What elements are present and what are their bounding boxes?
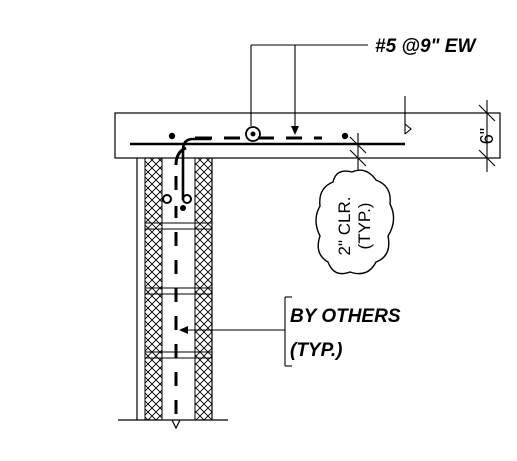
clear-label-line1: 2" CLR.	[335, 197, 354, 256]
wall-bar-hook-a	[162, 194, 172, 204]
rebar-callout: #5 @9" EW	[375, 36, 477, 57]
wall-face-left	[144, 157, 163, 421]
by-others-typ-label: (TYP.)	[290, 340, 342, 361]
thickness-dimension	[404, 96, 500, 172]
bar-section-main	[245, 126, 261, 142]
by-others-label: BY OTHERS	[290, 306, 401, 327]
concrete-slab	[114, 112, 501, 159]
wall-bar-hook-b	[182, 194, 192, 204]
break-line	[118, 419, 228, 430]
bar-section-right	[341, 132, 349, 140]
clear-label-line2: (TYP.)	[355, 203, 374, 250]
by-others-arrow	[179, 326, 188, 334]
bar-section-main-dot	[250, 131, 256, 137]
wall-face-right	[194, 157, 213, 421]
rebar-leader-arrow	[291, 126, 299, 135]
dowel-end-dot	[180, 205, 186, 211]
clear-dimension	[348, 133, 372, 170]
wall-vertical-bar	[174, 146, 187, 414]
by-others-leader	[186, 296, 292, 367]
masonry-joints	[145, 222, 212, 359]
clear-cloud	[315, 169, 395, 275]
thickness-label: 6"	[477, 128, 497, 144]
bar-section-left	[168, 132, 176, 140]
rebar-leader	[250, 44, 368, 128]
